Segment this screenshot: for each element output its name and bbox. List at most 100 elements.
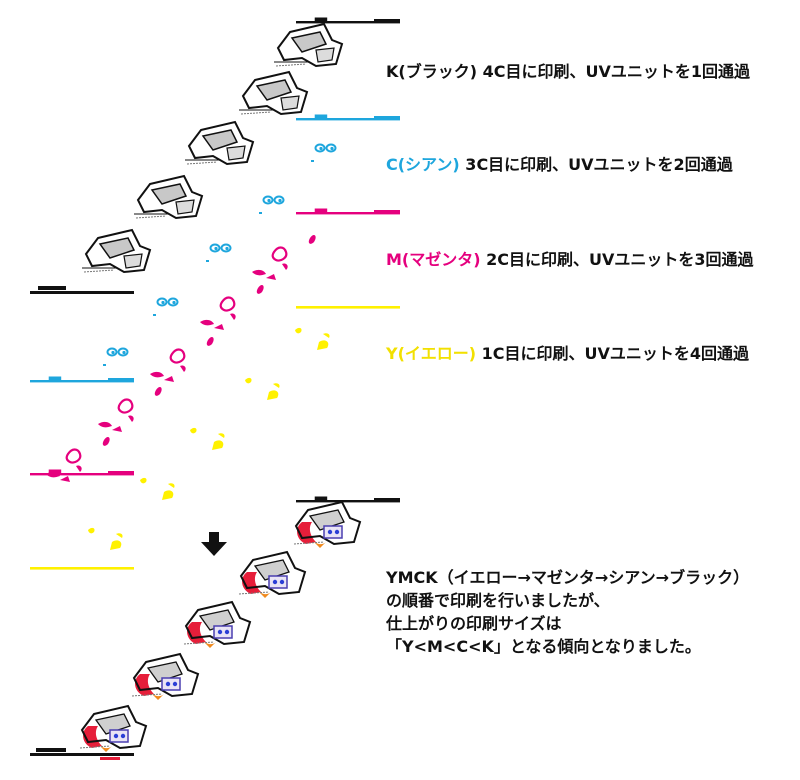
magenta-figure-1-face — [271, 246, 288, 262]
label-black: K(ブラック) 4C目に印刷、UVユニットを1回通過 — [386, 62, 750, 82]
combined-figure-5-panel — [109, 729, 129, 743]
magenta-figure-5-blob-2 — [60, 476, 70, 482]
combined-figure-1-eye-l — [327, 529, 333, 535]
magenta-figure-5-blob-3 — [76, 465, 82, 472]
magenta-figure-3 — [150, 337, 214, 382]
combined-figure-5-shade — [94, 713, 131, 735]
cyan-figure-1-pupil-l — [319, 146, 323, 151]
combined-plate-top-end — [374, 498, 400, 501]
yellow-figure-3-blob-1 — [212, 440, 224, 450]
black-figure-3 — [185, 120, 255, 166]
black-figure-1-panel — [315, 47, 335, 63]
label-magenta-text: 2C目に印刷、UVユニットを3回通過 — [480, 250, 754, 269]
yellow-figure-3-tip — [190, 427, 197, 434]
combined-figure-2-eye-l — [272, 579, 278, 585]
black-figure-2-panel — [280, 95, 300, 111]
yellow-figure-3 — [190, 427, 225, 450]
summary-line-4: 「Y<M<C<K」となる傾向となりました。 — [386, 637, 701, 656]
combined-figure-4-orange — [150, 692, 164, 700]
yellow-figure-2-blob-2 — [273, 383, 280, 388]
combined-figure-3-orange — [202, 640, 216, 648]
combined-figure-4-eye-r — [172, 681, 178, 687]
cyan-plate-top-tab — [314, 114, 328, 119]
cyan-figure-2 — [259, 195, 285, 214]
magenta-figure-5-face — [65, 448, 82, 464]
cyan-figure-4-pupil-l — [161, 300, 165, 305]
label-cyan-ink: C(シアン) — [386, 155, 460, 174]
yellow-plate-top-line — [296, 306, 400, 309]
down-arrow-head — [201, 542, 227, 556]
cyan-figure-5-eye-r — [117, 347, 129, 357]
cyan-plate-top-end — [374, 116, 400, 119]
combined-figure-4-panel — [161, 677, 181, 691]
magenta-figure-4-blob-1 — [98, 421, 112, 428]
label-black-ink: K(ブラック) — [386, 62, 478, 81]
label-cyan-text: 3C目に印刷、UVユニットを2回通過 — [459, 155, 733, 174]
magenta-plate-bottom-line — [30, 473, 134, 476]
label-yellow-text: 1C目に印刷、UVユニットを4回通過 — [476, 344, 750, 363]
magenta-plate-top-tab — [314, 208, 328, 213]
combined-figure-3-panel — [213, 625, 233, 639]
magenta-figure-4-blob-3 — [128, 415, 134, 422]
magenta-figure-2-blob-2 — [214, 324, 224, 330]
combined-figure-1-text — [293, 541, 325, 545]
cyan-figure-5-pupil-r — [122, 350, 126, 355]
cyan-figure-5 — [103, 347, 129, 366]
magenta-figure-4-face — [117, 398, 134, 414]
combined-figure-4-outline — [132, 652, 200, 698]
label-magenta: M(マゼンタ) 2C目に印刷、UVユニットを3回通過 — [386, 250, 754, 270]
magenta-plate-top-line — [296, 212, 400, 215]
combined-figure-3-outline — [184, 600, 252, 646]
black-figure-3-panel — [226, 145, 246, 161]
magenta-figure-4-tip — [154, 387, 162, 396]
yellow-figure-5-tip — [88, 527, 95, 534]
combined-figure-4 — [131, 652, 200, 700]
cyan-figure-1-dot — [311, 160, 314, 162]
down-arrow-shaft — [209, 532, 219, 542]
magenta-figure-3-face — [169, 348, 186, 364]
combined-figure-2-orange — [257, 590, 271, 598]
magenta-figure-3-blob-2 — [164, 376, 174, 382]
yellow-figure-2-tip — [245, 377, 252, 384]
cyan-figure-1-pupil-r — [330, 146, 334, 151]
black-figure-1-text — [275, 63, 307, 67]
combined-figure-5-eye-l — [113, 733, 119, 739]
combined-figure-3-text — [183, 641, 215, 645]
combined-figure-5-text — [79, 745, 111, 749]
label-cyan: C(シアン) 3C目に印刷、UVユニットを2回通過 — [386, 155, 733, 175]
cyan-figure-2-eye-r — [273, 195, 285, 205]
combined-figure-3 — [183, 600, 252, 648]
black-plate-top-end — [374, 19, 400, 22]
combined-figure-5-outline — [80, 704, 148, 750]
black-figure-5 — [82, 228, 152, 274]
black-figure-5-shade — [98, 237, 136, 259]
combined-figure-5 — [79, 704, 148, 752]
combined-figure-2-text — [238, 591, 270, 595]
black-figure-4 — [134, 174, 204, 220]
cyan-plate-bottom-tab — [48, 376, 62, 381]
combined-figure-4-shade — [146, 661, 183, 683]
magenta-figure-1-blob-3 — [282, 263, 288, 270]
cyan-figure-3-eye-r — [220, 243, 232, 253]
yellow-figure-2-blob-1 — [267, 390, 279, 400]
combined-plate-top-tab — [314, 496, 328, 501]
magenta-figure-4-blob-2 — [112, 426, 122, 432]
combined-plate-top-line — [296, 500, 400, 503]
yellow-figure-4-tip — [140, 477, 147, 484]
magenta-plate-bottom-tab — [48, 469, 62, 474]
summary-line-2: の順番で印刷を行いましたが、 — [386, 591, 610, 610]
magenta-figure-4 — [98, 387, 162, 432]
black-figure-2-shade — [255, 79, 293, 101]
magenta-figure-1-blob-1 — [252, 269, 266, 276]
magenta-figure-1-tip — [308, 235, 316, 244]
black-plate-bottom-tab — [38, 286, 66, 290]
combined-figure-2-eye-r — [279, 579, 285, 585]
magenta-plate-top-end — [374, 210, 400, 213]
cyan-figure-4-eye-r — [167, 297, 179, 307]
cyan-figure-4 — [153, 297, 179, 316]
cyan-figure-3-eye-l — [209, 243, 221, 253]
black-plate-bottom-line — [30, 291, 134, 294]
label-yellow: Y(イエロー) 1C目に印刷、UVユニットを4回通過 — [386, 344, 749, 364]
combined-figure-2-panel — [268, 575, 288, 589]
summary-line-3: 仕上がりの印刷サイズは — [386, 614, 562, 633]
